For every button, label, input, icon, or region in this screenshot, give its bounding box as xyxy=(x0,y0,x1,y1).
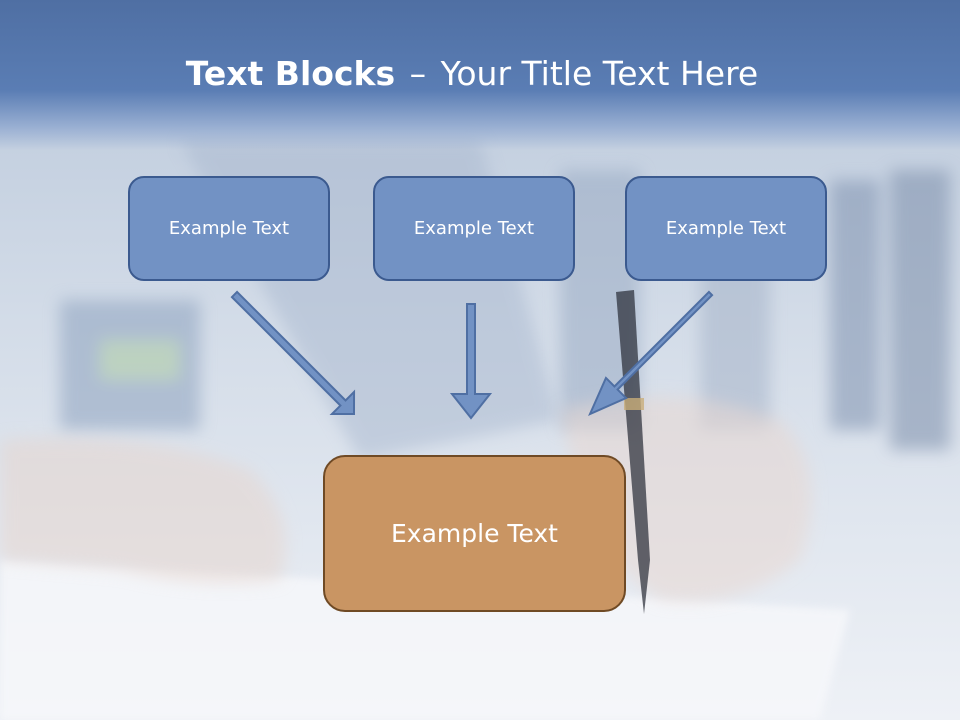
top-box-left: Example Text xyxy=(128,176,330,281)
title-band xyxy=(0,0,960,150)
slide-title: Text Blocks – Your Title Text Here xyxy=(0,52,944,96)
title-bold-text: Text Blocks xyxy=(185,54,396,93)
top-box-center: Example Text xyxy=(373,176,575,281)
top-box-center-label: Example Text xyxy=(413,218,535,239)
top-box-right: Example Text xyxy=(625,176,827,281)
top-box-left-label: Example Text xyxy=(168,218,290,239)
top-box-right-label: Example Text xyxy=(665,218,787,239)
title-separator: – xyxy=(409,54,427,93)
target-box: Example Text xyxy=(323,455,626,612)
target-box-label: Example Text xyxy=(391,519,558,548)
title-rest-text: Your Title Text Here xyxy=(440,54,759,93)
